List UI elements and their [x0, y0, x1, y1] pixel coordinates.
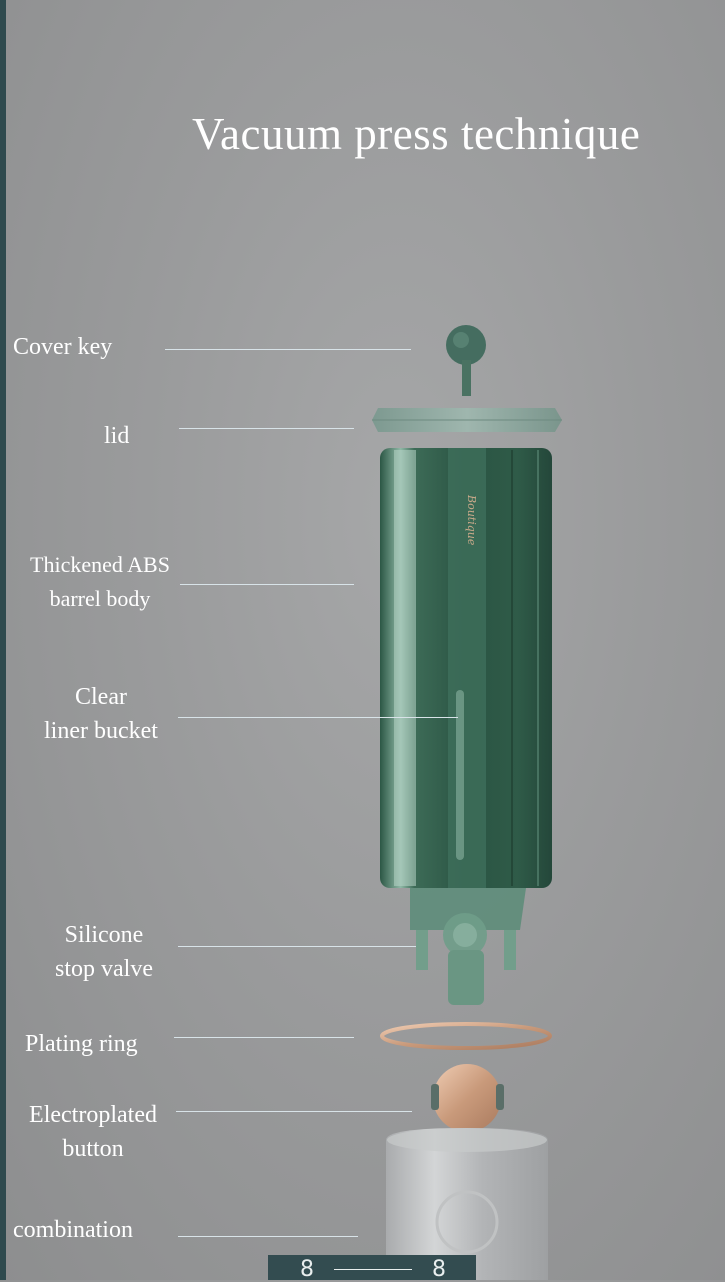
lid-label: lid — [104, 423, 130, 449]
abs-barrel-leader — [180, 584, 354, 585]
combination-part — [386, 1128, 548, 1280]
cover-key-part — [446, 325, 486, 396]
combination-leader — [178, 1236, 358, 1237]
abs-barrel-label-line2: barrel body — [49, 586, 151, 611]
electroplated-button-label-line1: Electroplated — [29, 1102, 157, 1128]
stop-valve-label-line1: Silicone — [64, 922, 144, 948]
barrel-part: Boutique — [380, 448, 552, 888]
liner-bucket-label: Clear liner bucket — [24, 680, 178, 748]
stop-valve-label: Silicone stop valve — [30, 918, 178, 986]
stop-valve-leader — [178, 946, 416, 947]
combination-label: combination — [13, 1217, 133, 1243]
plating-ring-label: Plating ring — [25, 1031, 138, 1057]
current-page-number: 8 — [300, 1257, 314, 1282]
svg-text:Boutique: Boutique — [465, 494, 478, 546]
page-separator — [334, 1269, 412, 1270]
total-page-number: 8 — [432, 1257, 446, 1282]
electroplated-button-leader — [176, 1111, 412, 1112]
lid-part — [372, 408, 562, 432]
page-indicator: 8 8 — [268, 1255, 476, 1282]
stop-valve-label-line2: stop valve — [55, 956, 153, 982]
liner-bucket-label-line1: Clear — [75, 684, 127, 710]
lid-leader — [179, 428, 354, 429]
electroplated-button-label: Electroplated button — [13, 1098, 173, 1166]
electroplated-button-part — [431, 1064, 504, 1132]
left-accent-strip — [0, 0, 6, 1280]
cover-key-leader — [165, 349, 411, 350]
plating-ring-leader — [174, 1037, 354, 1038]
page-title: Vacuum press technique — [192, 109, 641, 159]
plating-ring-part — [380, 1022, 552, 1050]
liner-bucket-leader — [178, 717, 458, 718]
electroplated-button-label-line2: button — [62, 1136, 124, 1162]
abs-barrel-label: Thickened ABS barrel body — [11, 548, 189, 616]
stop-valve-part — [410, 888, 526, 1005]
cover-key-label: Cover key — [13, 334, 113, 360]
abs-barrel-label-line1: Thickened ABS — [30, 552, 170, 577]
liner-bucket-label-line2: liner bucket — [44, 718, 158, 744]
